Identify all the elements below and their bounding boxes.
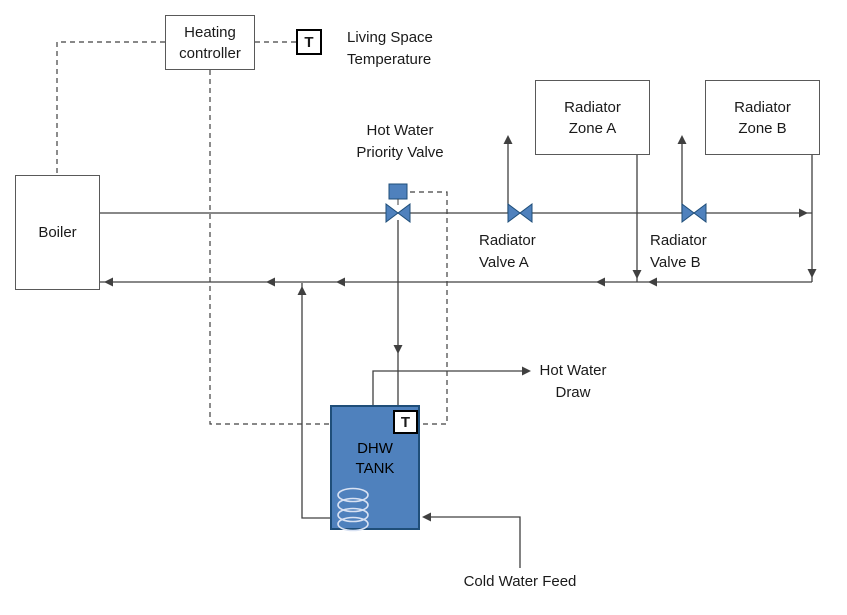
controller-valve-tank-wire bbox=[209, 70, 448, 425]
living-space-temp-sensor-icon: T bbox=[296, 29, 322, 55]
sensor-symbol: T bbox=[400, 413, 411, 431]
flow-arrow bbox=[297, 286, 307, 295]
radiator-valve-b-icon bbox=[681, 203, 707, 223]
radiator-zone-a-label: Zone A bbox=[568, 119, 617, 137]
heating-coil-icon bbox=[337, 487, 369, 532]
radiator-valve-a-label: Radiator Valve A bbox=[479, 232, 536, 271]
boiler-label: Boiler bbox=[38, 224, 77, 241]
flow-arrow bbox=[393, 345, 403, 354]
cold-water-feed-label: Cold Water Feed bbox=[463, 573, 577, 590]
flow-arrow bbox=[266, 277, 275, 287]
radiator-valve-a-icon bbox=[507, 203, 533, 223]
flow-arrow bbox=[522, 366, 531, 376]
controller-boiler-wire bbox=[56, 41, 165, 175]
flow-arrow bbox=[799, 208, 808, 218]
hot-water-draw-pipe bbox=[372, 370, 526, 405]
control-wires bbox=[56, 41, 448, 425]
priority-valve-icon bbox=[385, 183, 411, 223]
flow-arrow bbox=[596, 277, 605, 287]
radiator-zone-b-box: Radiator Zone B bbox=[705, 80, 820, 155]
heating-controller-label: Heating bbox=[184, 23, 236, 41]
flow-arrow bbox=[677, 135, 687, 144]
flow-arrow bbox=[422, 512, 431, 522]
dhw-tank-label: DHW TANK bbox=[355, 440, 395, 477]
radiator-zone-b-label: Radiator bbox=[734, 98, 791, 116]
flow-arrow bbox=[503, 135, 513, 144]
radiator-zone-b-label: Zone B bbox=[738, 119, 787, 137]
flow-arrow bbox=[104, 277, 113, 287]
radiator-zone-a-label: Radiator bbox=[564, 98, 621, 116]
dhw-tank-temp-sensor-icon: T bbox=[393, 410, 418, 434]
hot-water-draw-label: Hot Water Draw bbox=[539, 362, 607, 401]
flow-arrow bbox=[632, 270, 642, 279]
flow-arrows bbox=[104, 135, 817, 522]
flow-arrow bbox=[807, 269, 817, 278]
tank-return-pipe bbox=[301, 283, 331, 519]
radiator-valve-b-label: Radiator Valve B bbox=[650, 232, 707, 271]
flow-arrow bbox=[336, 277, 345, 287]
flow-arrow bbox=[648, 277, 657, 287]
pipes bbox=[100, 138, 813, 568]
valve-actuator-icon bbox=[388, 183, 408, 200]
priority-valve-label: Hot Water Priority Valve bbox=[356, 122, 444, 161]
heating-controller-box: Heating controller bbox=[165, 15, 255, 70]
cold-water-feed-pipe bbox=[428, 516, 521, 568]
sensor-symbol: T bbox=[304, 33, 314, 51]
living-space-temperature-label: Living Space Temperature bbox=[347, 29, 433, 68]
radiator-zone-a-box: Radiator Zone A bbox=[535, 80, 650, 155]
heating-controller-label: controller bbox=[179, 44, 241, 62]
boiler-box: Boiler bbox=[15, 175, 100, 290]
